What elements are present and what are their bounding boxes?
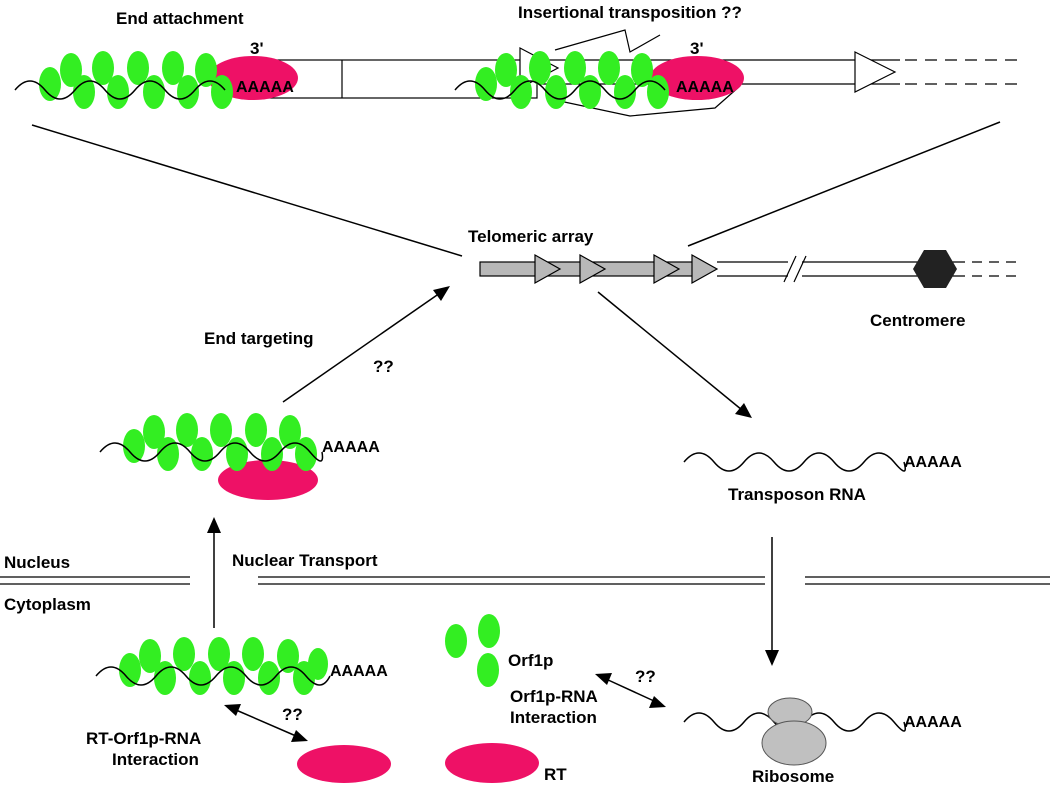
three-prime-label: 3' [250, 39, 264, 58]
nucleus-label: Nucleus [4, 553, 70, 572]
strand-break-top [554, 29, 661, 53]
nuclear-transport-arrowhead [207, 517, 221, 533]
transposon-rna: AAAAA Transposon RNA [683, 452, 962, 504]
end-targeting-arrowhead [433, 286, 450, 301]
centromere-shape [913, 250, 957, 288]
telomeric-array: Telomeric array Centromere [468, 227, 1018, 330]
transcription-arrowhead [735, 403, 752, 418]
interaction-arrowhead [291, 730, 308, 742]
telomere-repeat-arrow [854, 51, 897, 93]
interaction-arrowhead [649, 696, 666, 708]
orf1p-bead-cluster [475, 51, 669, 109]
polya-tail: AAAAA [904, 714, 962, 731]
orf1p-rna-interaction-line1: Orf1p-RNA [510, 687, 598, 706]
telomere-repeat-arrow [653, 253, 681, 285]
centromere-label: Centromere [870, 311, 965, 330]
nuclear-membrane [0, 576, 1050, 585]
rt-protein [650, 56, 744, 100]
polya-tail: AAAAA [676, 79, 734, 96]
telomeric-array-label: Telomeric array [468, 227, 594, 246]
ribosome-complex: AAAAA Ribosome [683, 697, 962, 786]
polya-tail: AAAAA [904, 454, 962, 471]
translation-arrowhead [765, 650, 779, 666]
rt-orf1p-qq: ?? [282, 705, 303, 724]
insertional-transposition-label: Insertional transposition ?? [518, 3, 742, 22]
polya-tail: AAAAA [322, 439, 380, 456]
rna-strand [14, 80, 226, 100]
telomere-repeat-arrow [534, 253, 562, 285]
insertional-transposition-panel: Insertional transposition ?? 3' AAA [454, 3, 1020, 117]
orf1p-label: Orf1p [508, 651, 553, 670]
orf1p-free-cluster [445, 614, 500, 687]
rt-orf1p-interaction-line1: RT-Orf1p-RNA [86, 729, 201, 748]
rt-label: RT [544, 765, 567, 784]
polya-tail: AAAAA [330, 663, 388, 680]
rt-protein-free [445, 743, 539, 783]
end-targeting-qq: ?? [373, 357, 394, 376]
rna-strand [454, 80, 666, 100]
telomere-repeat-arrow [579, 253, 607, 285]
ribosome-label: Ribosome [752, 767, 834, 786]
zoom-line-left [31, 124, 463, 257]
rna-strand [99, 442, 324, 462]
end-attachment-panel: End attachment 3' AAAAA [14, 9, 538, 109]
zoom-line-right [687, 121, 1001, 247]
polya-tail: AAAAA [236, 79, 294, 96]
orf1p-bead-cluster [39, 51, 233, 109]
three-prime-label: 3' [690, 39, 704, 58]
rt-protein [218, 460, 318, 500]
orf1p-bead-cluster [119, 637, 328, 695]
orf1p-bead-cluster [123, 413, 317, 471]
end-targeting-label: End targeting [204, 329, 314, 348]
telomere-repeat-arrow [691, 253, 719, 285]
transposon-rna-label: Transposon RNA [728, 485, 866, 504]
orf1p-rna-qq: ?? [635, 667, 656, 686]
nuclear-rnp-complex: AAAAA [99, 413, 380, 500]
cytoplasmic-rnp: AAAAA [95, 637, 388, 695]
cytoplasm-label: Cytoplasm [4, 595, 91, 614]
interaction-arrowhead [224, 704, 241, 716]
rna-strand [95, 666, 331, 686]
rna-strand [683, 452, 906, 472]
rt-protein-free [297, 745, 391, 783]
orf1p-rna-interaction-line2: Interaction [510, 708, 597, 727]
rt-orf1p-interaction-line2: Interaction [112, 750, 199, 769]
chromosome-break-gap [788, 256, 802, 282]
end-attachment-label: End attachment [116, 9, 244, 28]
nuclear-transport-label: Nuclear Transport [232, 551, 378, 570]
interaction-arrowhead [595, 673, 612, 685]
ribosome-large-subunit [761, 720, 827, 766]
